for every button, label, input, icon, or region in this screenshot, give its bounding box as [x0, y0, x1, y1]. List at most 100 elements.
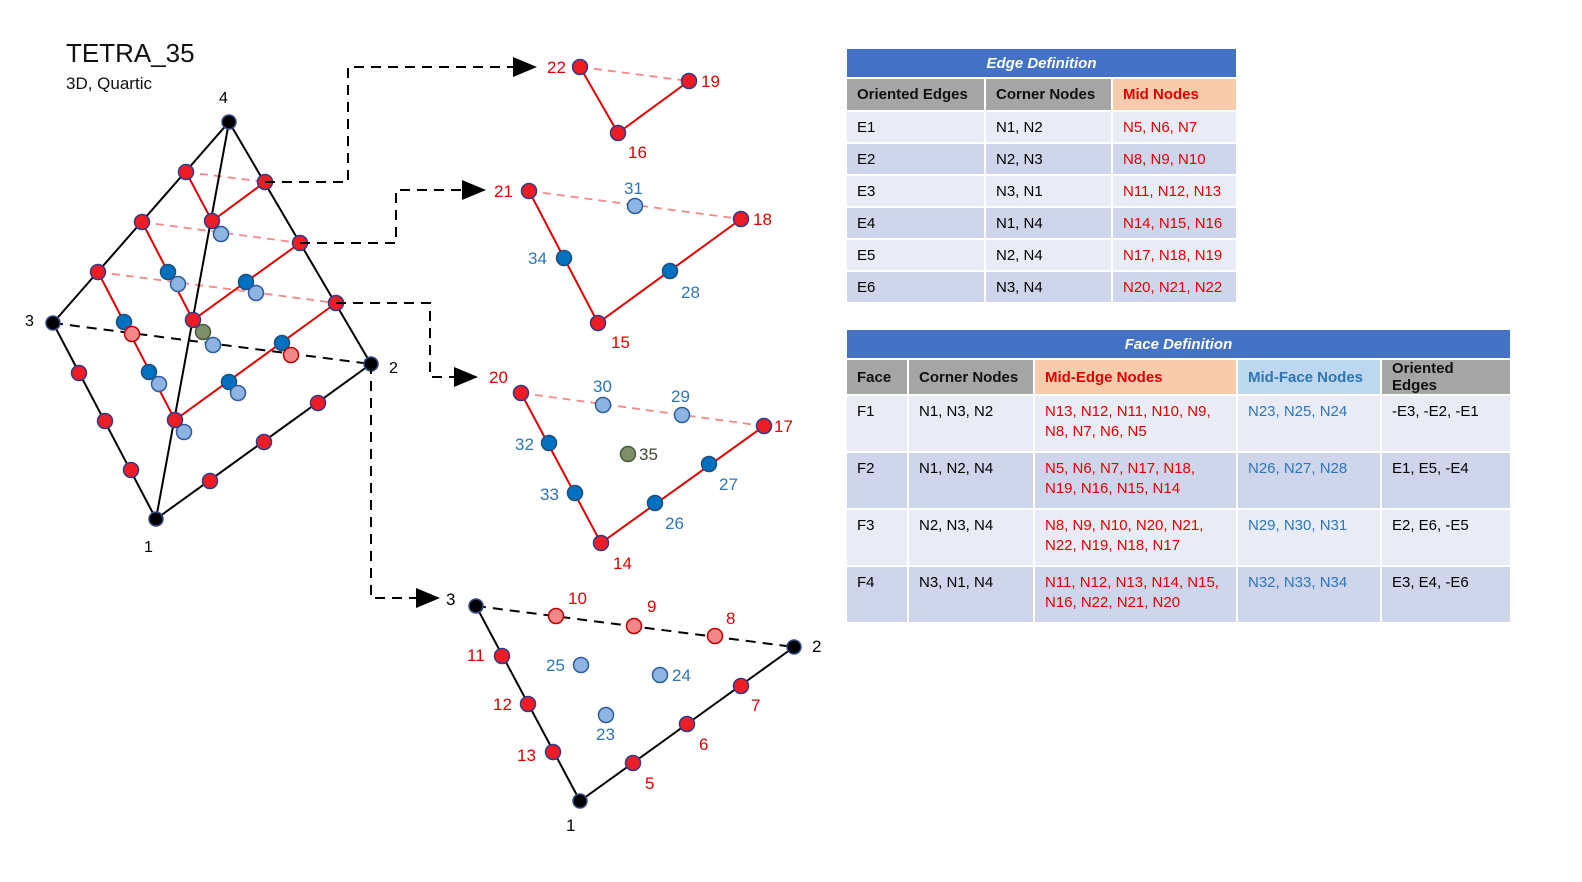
- face-cell: N1, N3, N2: [907, 394, 1035, 453]
- tetrahedron: 4 3 2 1: [25, 90, 398, 556]
- label-9: 9: [647, 597, 656, 616]
- label-10: 10: [568, 589, 587, 608]
- face-cell: N13, N12, N11, N10, N9, N8, N7, N6, N5: [1033, 394, 1238, 453]
- face-cell: N32, N33, N34: [1236, 565, 1382, 624]
- label-19: 19: [701, 72, 720, 91]
- edge-cell: N3, N4: [984, 270, 1113, 304]
- label-25: 25: [546, 656, 565, 675]
- face-header-mid-face: Mid-Face Nodes: [1236, 358, 1382, 396]
- label-28: 28: [681, 283, 700, 302]
- edge-cell: N2, N3: [984, 142, 1113, 176]
- face-cell: F1: [845, 394, 909, 453]
- label-21: 21: [494, 182, 513, 201]
- face-cell: N2, N3, N4: [907, 508, 1035, 567]
- diagram-subtitle: 3D, Quartic: [66, 74, 152, 93]
- label-11: 11: [467, 646, 485, 665]
- label-31: 31: [624, 179, 643, 198]
- face-table-caption: Face Definition: [845, 328, 1512, 360]
- label-15: 15: [611, 333, 630, 352]
- face-cell: N26, N27, N28: [1236, 451, 1382, 510]
- edge-header-oriented: Oriented Edges: [845, 77, 986, 112]
- face-cell: E3, E4, -E6: [1380, 565, 1512, 624]
- label-24: 24: [672, 666, 691, 685]
- label-13: 13: [517, 746, 536, 765]
- label-26: 26: [665, 514, 684, 533]
- label-35: 35: [639, 445, 658, 464]
- corner-label-3: 3: [25, 313, 34, 330]
- label-14: 14: [613, 554, 632, 573]
- edge-cell: N11, N12, N13: [1111, 174, 1238, 208]
- label-30: 30: [593, 377, 612, 396]
- label-33: 33: [540, 485, 559, 504]
- table-row: F2 N1, N2, N4 N5, N6, N7, N17, N18, N19,…: [845, 451, 1512, 510]
- face-header-face: Face: [845, 358, 909, 396]
- table-row: F3 N2, N3, N4 N8, N9, N10, N20, N21, N22…: [845, 508, 1512, 567]
- edge-cell: E1: [845, 110, 986, 144]
- base-label-1: 1: [566, 816, 575, 835]
- edge-cell: E6: [845, 270, 986, 304]
- arrow-to-third-slice: [336, 302, 478, 387]
- corner-label-4: 4: [219, 90, 228, 107]
- arrow-to-base: [370, 364, 440, 608]
- edge-table-caption: Edge Definition: [845, 47, 1238, 79]
- label-27: 27: [719, 475, 738, 494]
- face-cell: F4: [845, 565, 909, 624]
- arrow-to-top-slice: [265, 57, 537, 183]
- edge-cell: N1, N4: [984, 206, 1113, 240]
- face-header-mid-edge: Mid-Edge Nodes: [1033, 358, 1238, 396]
- diagram-title: TETRA_35: [66, 38, 195, 68]
- face-cell: N1, N2, N4: [907, 451, 1035, 510]
- table-row: E1 N1, N2 N5, N6, N7: [845, 110, 1238, 144]
- edge-cell: E2: [845, 142, 986, 176]
- base-label-2: 2: [812, 637, 821, 656]
- corner-label-2: 2: [389, 360, 398, 377]
- label-8: 8: [726, 609, 735, 628]
- edge-cell: N17, N18, N19: [1111, 238, 1238, 272]
- face-cell: N5, N6, N7, N17, N18, N19, N16, N15, N14: [1033, 451, 1238, 510]
- arrow-to-second-slice: [300, 180, 486, 244]
- edge-definition-table: Edge Definition Oriented Edges Corner No…: [845, 47, 1238, 304]
- label-29: 29: [671, 387, 690, 406]
- label-12: 12: [493, 695, 512, 714]
- face-header-oriented: Oriented Edges: [1380, 358, 1512, 396]
- edge-cell: N3, N1: [984, 174, 1113, 208]
- label-5: 5: [645, 774, 654, 793]
- base-label-3: 3: [446, 590, 455, 609]
- label-34: 34: [528, 249, 547, 268]
- face-cell: E1, E5, -E4: [1380, 451, 1512, 510]
- label-23: 23: [596, 725, 615, 744]
- label-18: 18: [753, 210, 772, 229]
- face-cell: N29, N30, N31: [1236, 508, 1382, 567]
- edge-cell: E4: [845, 206, 986, 240]
- label-32: 32: [515, 435, 534, 454]
- label-7: 7: [751, 696, 760, 715]
- face-cell: F2: [845, 451, 909, 510]
- label-20: 20: [489, 368, 508, 387]
- corner-label-1: 1: [144, 539, 153, 556]
- edge-cell: N2, N4: [984, 238, 1113, 272]
- label-22: 22: [547, 58, 566, 77]
- tetra-corner-nodes: [45, 114, 379, 527]
- edge-cell: N1, N2: [984, 110, 1113, 144]
- face-cell: N11, N12, N13, N14, N15, N16, N22, N21, …: [1033, 565, 1238, 624]
- face-header-corner: Corner Nodes: [907, 358, 1035, 396]
- table-row: E6 N3, N4 N20, N21, N22: [845, 270, 1238, 304]
- slice-line-third: [97, 271, 337, 304]
- face-definition-table: Face Definition Face Corner Nodes Mid-Ed…: [845, 328, 1512, 624]
- face-cell: N3, N1, N4: [907, 565, 1035, 624]
- slice-second: 21 31 18 34 28 15: [494, 179, 772, 352]
- slice-line-second: [141, 221, 301, 244]
- slice-line-top: [185, 171, 266, 183]
- label-16: 16: [628, 143, 647, 162]
- face-cell: F3: [845, 508, 909, 567]
- edge-cell: E3: [845, 174, 986, 208]
- edge-header-corner: Corner Nodes: [984, 77, 1113, 112]
- base-face: 3 10 9 8 2 11 25 24 12 7 23 6 13 5 1: [446, 589, 821, 835]
- edge-cell: N8, N9, N10: [1111, 142, 1238, 176]
- table-row: E3 N3, N1 N11, N12, N13: [845, 174, 1238, 208]
- label-6: 6: [699, 735, 708, 754]
- face-cell: N23, N25, N24: [1236, 394, 1382, 453]
- table-row: E2 N2, N3 N8, N9, N10: [845, 142, 1238, 176]
- slice-third: 20 30 29 17 32 35 33 27 26 14: [489, 368, 793, 573]
- edge-header-mid: Mid Nodes: [1111, 77, 1238, 112]
